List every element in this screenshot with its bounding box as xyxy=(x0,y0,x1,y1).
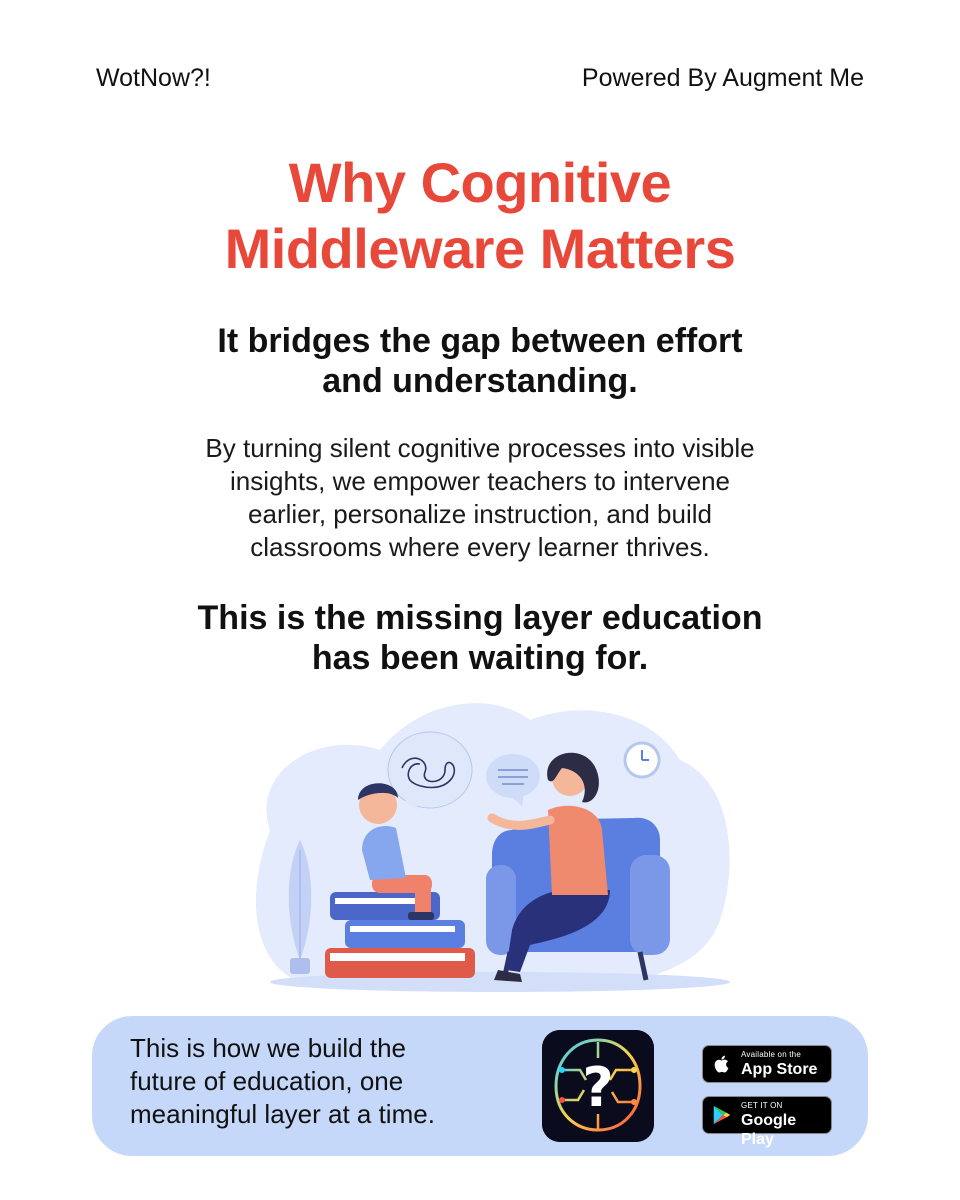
teacher-figure xyxy=(487,752,610,982)
powered-by-text: Powered By Augment Me xyxy=(581,64,864,92)
page-title-line-2: Middleware Matters xyxy=(224,217,736,280)
closing-statement: This is the missing layer education has … xyxy=(0,598,960,678)
svg-text:?: ? xyxy=(582,1056,613,1119)
app-logo-icon[interactable]: ? xyxy=(542,1030,654,1142)
apple-icon xyxy=(714,1055,729,1073)
google-play-badge[interactable]: GET IT ON Google Play xyxy=(702,1096,832,1148)
child-figure xyxy=(358,783,434,920)
page-title: Why Cognitive Middleware Matters xyxy=(0,150,960,282)
clock-icon xyxy=(623,741,661,779)
footer-line-3: meaningful layer at a time. xyxy=(130,1099,435,1129)
footer-message: This is how we build the future of educa… xyxy=(130,1032,490,1131)
body-line-4: classrooms where every learner thrives. xyxy=(250,532,710,562)
app-store-big-text: App Store xyxy=(741,1061,818,1078)
closing-line-1: This is the missing layer education xyxy=(197,599,763,637)
subtitle-line-1: It bridges the gap between effort xyxy=(217,322,743,360)
teacher-student-illustration xyxy=(255,703,730,992)
brand-name: WotNow?! xyxy=(96,64,211,92)
google-play-small-text: GET IT ON xyxy=(741,1101,783,1110)
closing-line-2: has been waiting for. xyxy=(311,639,649,677)
app-store-badge[interactable]: Available on the App Store xyxy=(702,1045,832,1083)
footer-line-1: This is how we build the xyxy=(130,1033,407,1063)
body-line-3: earlier, personalize instruction, and bu… xyxy=(248,499,712,529)
body-line-2: insights, we empower teachers to interve… xyxy=(229,466,731,496)
book-stack xyxy=(325,892,475,978)
app-store-small-text: Available on the xyxy=(741,1050,801,1059)
subtitle-line-2: and understanding. xyxy=(322,362,638,400)
footer-line-2: future of education, one xyxy=(130,1066,404,1096)
body-paragraph: By turning silent cognitive processes in… xyxy=(140,432,820,564)
body-line-1: By turning silent cognitive processes in… xyxy=(205,433,755,463)
google-play-icon xyxy=(713,1105,731,1125)
google-play-big-text: Google Play xyxy=(741,1112,797,1148)
subtitle: It bridges the gap between effort and un… xyxy=(0,321,960,401)
thought-bubble-icon xyxy=(387,731,473,810)
footer-card: This is how we build the future of educa… xyxy=(92,1016,868,1156)
page-title-line-1: Why Cognitive xyxy=(288,151,672,214)
speech-bubble-icon xyxy=(486,754,540,806)
